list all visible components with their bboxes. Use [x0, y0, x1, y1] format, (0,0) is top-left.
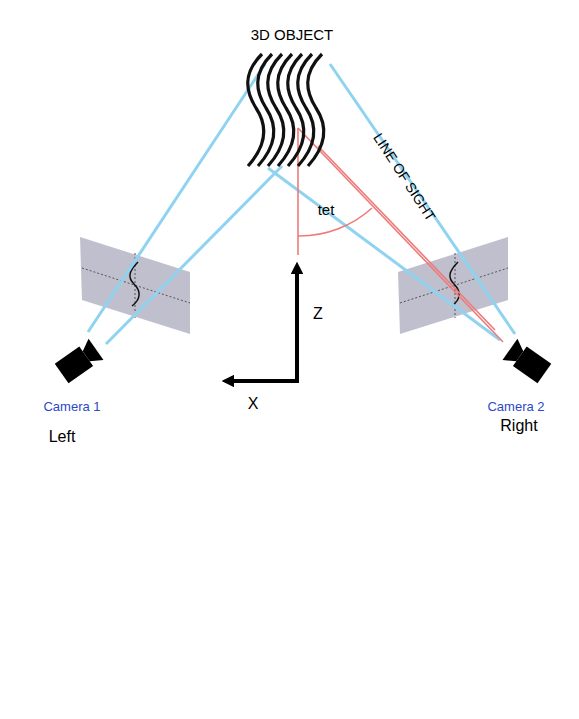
angle-line — [298, 128, 503, 342]
angle-label: tet — [318, 202, 335, 217]
z-axis — [295, 268, 299, 383]
axis-label: Z — [313, 306, 323, 322]
line-of-sight-label: LINE OF SIGHT — [372, 131, 439, 223]
view-ray — [88, 64, 515, 344]
camera-1 — [54, 339, 103, 384]
object-stroke — [308, 54, 324, 166]
side-label: Left — [49, 429, 76, 445]
camera-label: Camera 2 — [487, 400, 544, 413]
axis-label: X — [248, 396, 259, 412]
x-axis — [228, 379, 299, 383]
side-label: Right — [500, 418, 537, 434]
camera-label: Camera 1 — [43, 400, 100, 413]
object-title: 3D OBJECT — [251, 27, 334, 42]
camera-2 — [503, 339, 552, 384]
3d-object — [248, 54, 324, 166]
